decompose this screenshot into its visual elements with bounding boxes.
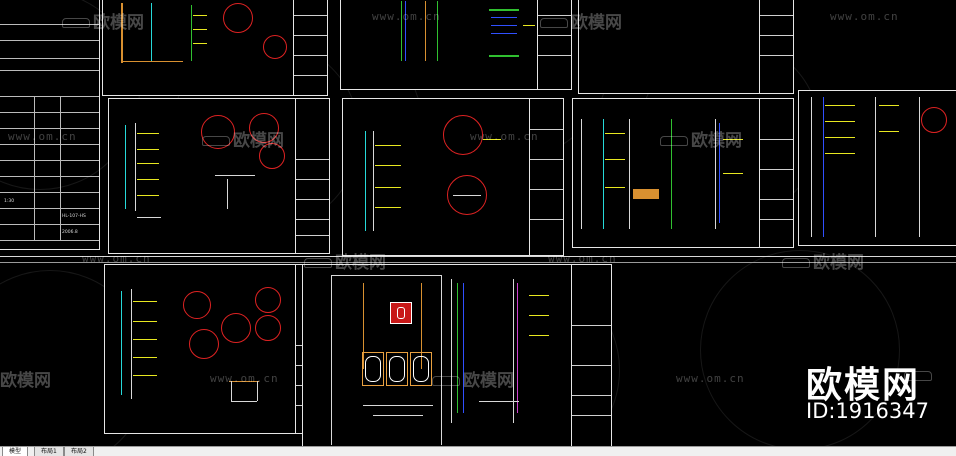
watermark: 欧模网 — [62, 8, 144, 33]
oval-panel — [413, 356, 429, 382]
sheet-title-block — [293, 0, 327, 95]
drawing-sheet-4[interactable] — [108, 98, 330, 254]
sheet-title-block — [759, 99, 793, 247]
watermark-url: www.om.cn — [470, 130, 539, 143]
drawing-sheet-6[interactable] — [572, 98, 794, 248]
watermark: 欧模网 — [0, 371, 51, 391]
sheet-title-block — [295, 99, 329, 253]
sheet-title-block — [537, 0, 571, 89]
drawing-sheet-1[interactable] — [102, 0, 328, 96]
sofa-icon — [62, 18, 90, 28]
sheet-title-block — [529, 99, 563, 255]
watermark-url: www.om.cn — [676, 372, 745, 385]
sofa-icon — [540, 18, 568, 28]
watermark: 欧模网 — [304, 248, 386, 273]
watermark — [904, 366, 935, 386]
drawing-sheet-5[interactable] — [342, 98, 564, 256]
oval-panel-frame — [410, 352, 432, 386]
drawing-sheet-3[interactable] — [578, 0, 794, 94]
sofa-icon — [782, 258, 810, 268]
watermark: 欧模网 — [782, 248, 864, 273]
tab-layout-2[interactable]: 布局2 — [64, 447, 94, 456]
model-space-viewport[interactable]: 1:30 HL-107-HS 2006.8 — [0, 0, 956, 446]
watermark-url: www.om.cn — [210, 372, 279, 385]
emblem-detail-icon — [390, 302, 412, 324]
watermark-url: www.om.cn — [548, 252, 617, 265]
watermark: 欧模网 — [660, 126, 742, 151]
drawing-sheet-9[interactable] — [302, 264, 612, 446]
sofa-icon — [904, 371, 932, 381]
drawing-sheet-8[interactable] — [104, 264, 330, 434]
legend-code: HL-107-HS — [62, 214, 86, 219]
watermark: 欧模网 — [202, 126, 284, 151]
legend-date: 2006.8 — [62, 230, 78, 235]
legend-scale: 1:30 — [4, 199, 15, 204]
oval-panel-frame — [362, 352, 384, 386]
watermark-circle — [700, 250, 900, 446]
oval-panel — [365, 356, 381, 382]
sheet-title-block — [759, 0, 793, 93]
sofa-icon — [660, 136, 688, 146]
watermark-url: www.om.cn — [830, 10, 899, 23]
drawing-sheet-2[interactable] — [340, 0, 572, 90]
sheet-title-block — [571, 265, 611, 446]
brand-logo-text: 欧模网 — [806, 365, 921, 406]
model-id-label: ID:1916347 — [806, 399, 929, 423]
sofa-icon — [304, 258, 332, 268]
sofa-icon — [432, 376, 460, 386]
layout-tab-bar: ◂ ▸ 模型 布局1 布局2 — [0, 446, 956, 456]
tab-layout-1[interactable]: 布局1 — [34, 447, 64, 456]
tab-model[interactable]: 模型 — [2, 447, 29, 456]
oval-panel — [389, 356, 405, 382]
oval-panel-frame — [386, 352, 408, 386]
watermark: 欧模网 — [432, 366, 514, 391]
watermark-url: www.om.cn — [8, 130, 77, 143]
sofa-icon — [202, 136, 230, 146]
watermark-url: www.om.cn — [82, 252, 151, 265]
title-legend-panel: 1:30 HL-107-HS 2006.8 — [0, 0, 100, 250]
watermark: 欧模网 — [540, 8, 622, 33]
watermark-url: www.om.cn — [372, 10, 441, 23]
drawing-sheet-7[interactable] — [798, 90, 956, 246]
